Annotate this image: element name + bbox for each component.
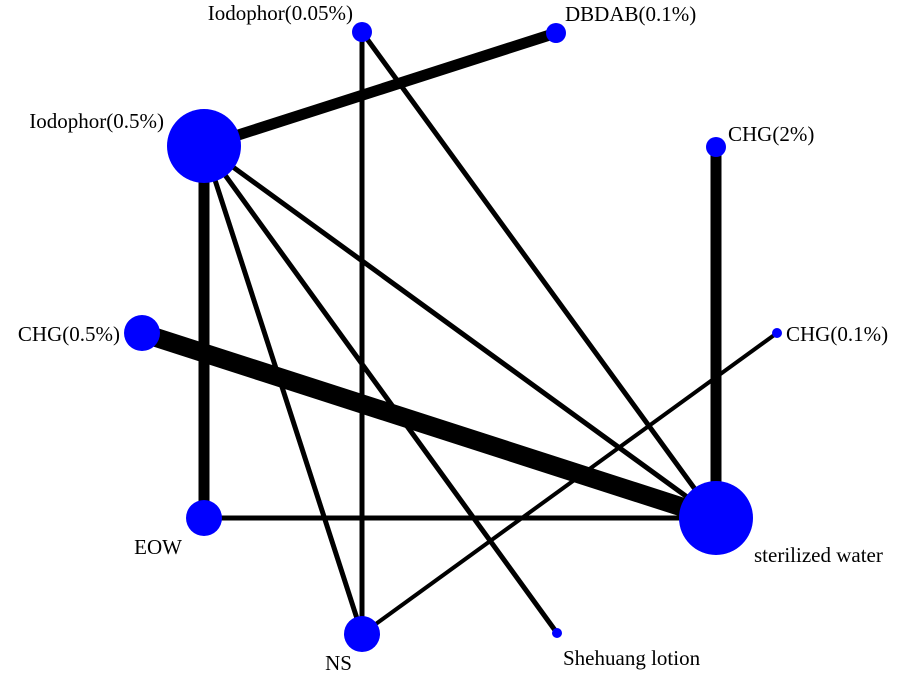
edge-iodophor-0-5-to-sterilized-water <box>202 143 718 521</box>
node-sterilized-water <box>679 481 753 555</box>
node-label-iodophor-0-05: Iodophor(0.05%) <box>208 1 353 25</box>
node-eow <box>186 500 222 536</box>
node-iodophor-0-5 <box>167 109 241 183</box>
edge-chg-0-5-to-sterilized-water <box>139 323 719 528</box>
labels-layer: DBDAB(0.1%) Iodophor(0.05%) Iodophor(0.5%)… <box>18 1 888 675</box>
node-chg-0-5 <box>124 315 160 351</box>
node-label-iodophor-0-5: Iodophor(0.5%) <box>29 109 164 133</box>
edge-iodophor-0-5-to-shehuang-lotion <box>201 144 560 635</box>
node-iodophor-0-05 <box>352 22 372 42</box>
node-label-chg-0-5: CHG(0.5%) <box>18 322 120 346</box>
node-label-chg-2: CHG(2%) <box>728 122 814 146</box>
edge-iodophor-0-5-to-dbdab-0-1 <box>202 27 558 152</box>
node-dbdab-0-1 <box>546 23 566 43</box>
node-label-shehuang-lotion: Shehuang lotion <box>563 646 701 670</box>
node-shehuang-lotion <box>552 628 562 638</box>
node-label-eow: EOW <box>134 535 182 559</box>
nodes-layer <box>124 22 782 652</box>
edge-iodophor-0-05-to-sterilized-water <box>359 30 719 520</box>
node-chg-0-1 <box>772 328 782 338</box>
node-label-dbdab-0-1: DBDAB(0.1%) <box>565 2 696 26</box>
node-label-ns: NS <box>325 651 352 675</box>
node-chg-2 <box>706 137 726 157</box>
edge-chg-0-1-to-ns <box>360 331 779 636</box>
node-ns <box>344 616 380 652</box>
node-label-sterilized-water: sterilized water <box>754 543 883 567</box>
node-label-chg-0-1: CHG(0.1%) <box>786 322 888 346</box>
edges-layer <box>139 27 779 636</box>
edge-iodophor-0-5-to-ns <box>201 145 365 635</box>
